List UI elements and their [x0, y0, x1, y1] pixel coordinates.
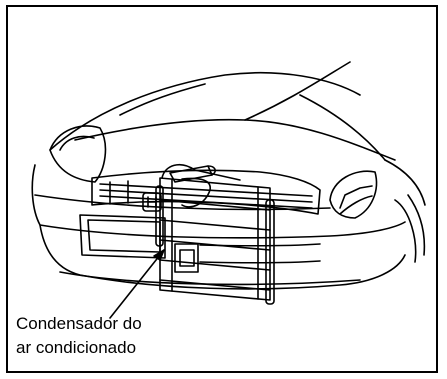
receiver-drier: [161, 163, 241, 183]
right-headlamp: [329, 170, 378, 219]
condenser-label-line1: Condensador do: [16, 314, 142, 333]
right-fender: [384, 159, 426, 263]
grille: [91, 169, 321, 215]
hood: [49, 61, 396, 161]
condenser-label-line2: ar condicionado: [16, 338, 137, 357]
callout-leader: [109, 249, 165, 319]
condenser-label: Condensador do ar condicionado: [16, 312, 142, 360]
lower-grille: [199, 243, 321, 264]
ac-condenser: [155, 177, 275, 305]
left-headlamp: [49, 125, 107, 183]
figure-frame: [6, 5, 438, 373]
